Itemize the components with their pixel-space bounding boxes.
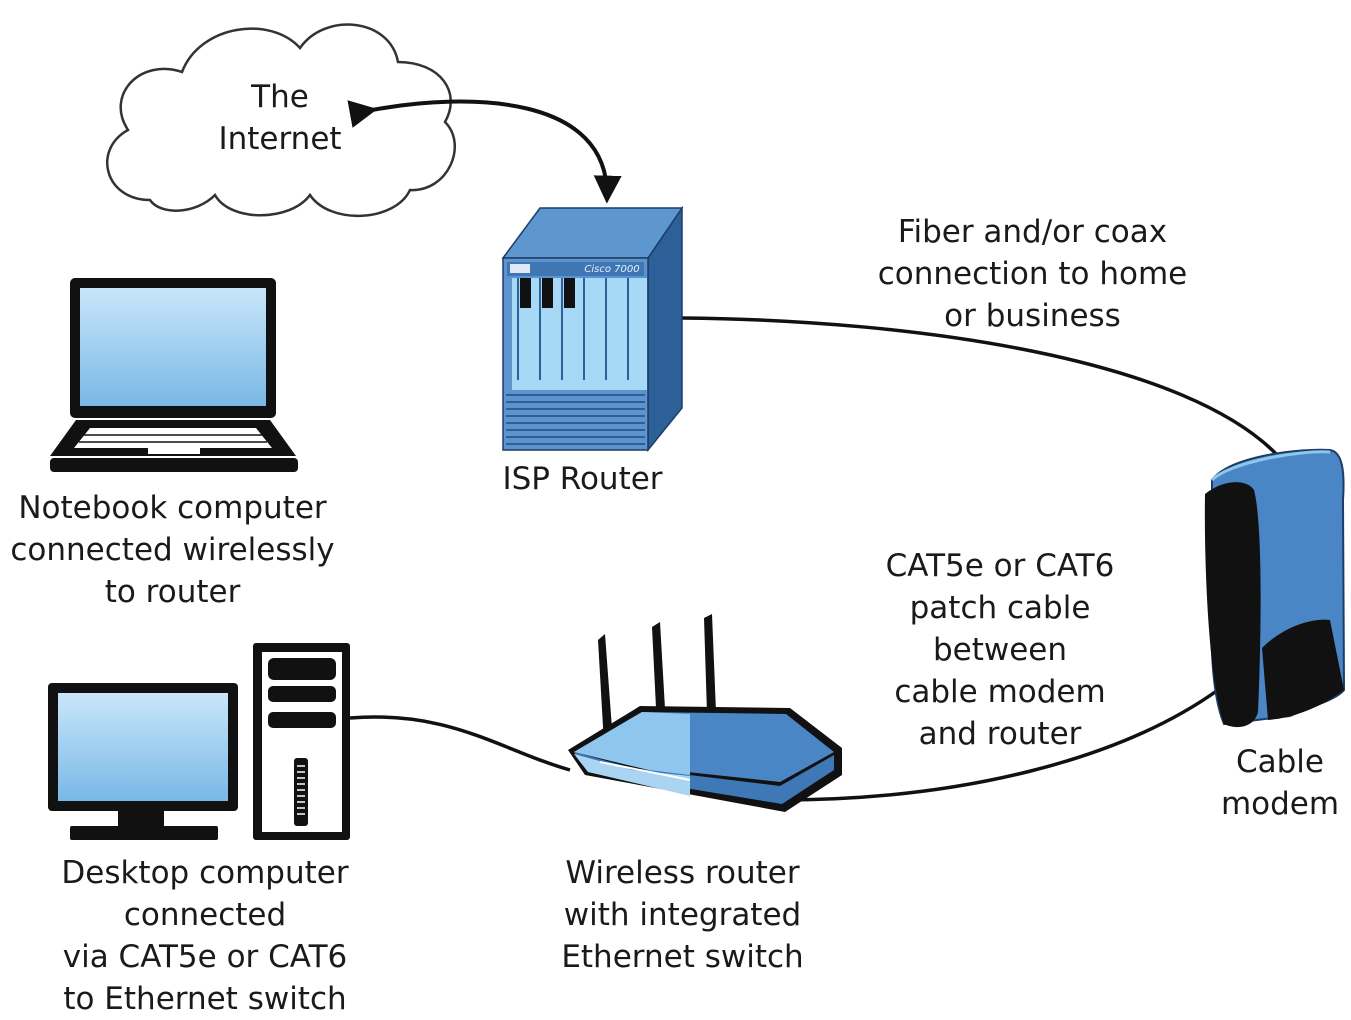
desktop-ethernet-cable (349, 715, 571, 772)
modem-label-line: modem (1220, 786, 1340, 822)
patch-label-line: between (932, 632, 1068, 668)
wireless-router-label: Wireless router with integrated Ethernet… (540, 852, 825, 978)
cable-modem-label: Cable modem (1210, 741, 1350, 825)
isp-router-icon: Cisco 7000 (501, 205, 684, 453)
patch-label-line: CAT5e or CAT6 (885, 548, 1115, 584)
internet-isp-link (347, 99, 622, 204)
fiber-label-line: or business (944, 298, 1121, 334)
patch-label-line: patch cable (909, 590, 1091, 626)
wireless-router-icon (568, 614, 842, 812)
desktop-label-line: to Ethernet switch (63, 981, 347, 1017)
wireless-router-label-line: Ethernet switch (561, 939, 804, 975)
desktop-label-line: Desktop computer (61, 855, 349, 891)
fiber-label-line: connection to home (877, 256, 1188, 292)
wireless-router-label-line: Wireless router (565, 855, 800, 891)
fiber-label: Fiber and/or coax connection to home or … (860, 211, 1205, 337)
internet-label-line: The (251, 79, 309, 115)
notebook-label-line: to router (104, 574, 241, 610)
fiber-coax-cable (681, 316, 1282, 460)
desktop-label-line: via CAT5e or CAT6 (62, 939, 348, 975)
isp-router-label-text: ISP Router (502, 461, 663, 497)
desktop-computer-icon (48, 643, 350, 840)
internet-label: The Internet (200, 76, 360, 160)
patch-label-line: and router (918, 716, 1082, 752)
notebook-computer-icon (50, 278, 298, 472)
fiber-label-line: Fiber and/or coax (897, 214, 1168, 250)
desktop-label-line: connected (123, 897, 287, 933)
notebook-label-line: connected wirelessly (10, 532, 335, 568)
isp-router-faceplate: Cisco 7000 (584, 264, 639, 275)
wireless-router-label-line: with integrated (563, 897, 802, 933)
patch-cable (779, 688, 1220, 802)
patch-label-line: cable modem (894, 674, 1106, 710)
modem-label-line: Cable (1235, 744, 1324, 780)
isp-router-label: ISP Router (470, 458, 695, 500)
notebook-label: Notebook computer connected wirelessly t… (0, 487, 345, 613)
cable-modem-icon (1204, 448, 1346, 728)
desktop-label: Desktop computer connected via CAT5e or … (30, 852, 380, 1020)
patch-cable-label: CAT5e or CAT6 patch cable between cable … (850, 545, 1150, 755)
notebook-label-line: Notebook computer (18, 490, 327, 526)
internet-label-line: Internet (218, 121, 342, 157)
